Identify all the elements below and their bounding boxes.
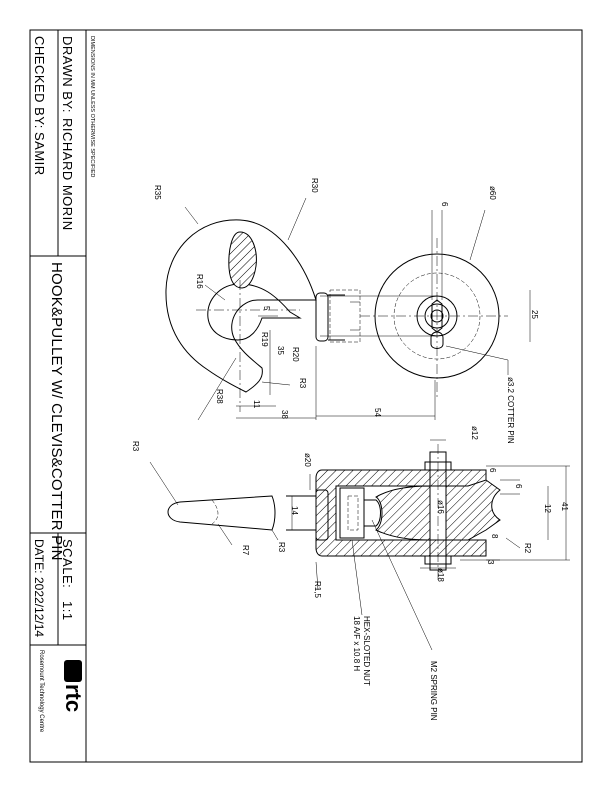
dim-r20: R20 bbox=[291, 347, 300, 362]
dim-dia20: ø20 bbox=[303, 453, 312, 467]
dim-r38: R38 bbox=[215, 389, 224, 404]
dim-r3-tip2: R3 bbox=[277, 542, 286, 553]
title-block: DIMENSIONS IN MM UNLESS OTHERWISE SPECIF… bbox=[30, 30, 95, 762]
dim-3: 3 bbox=[486, 560, 495, 565]
dim-12: 12 bbox=[543, 504, 552, 513]
dim-r35: R35 bbox=[153, 185, 162, 200]
dim-38: 38 bbox=[280, 410, 289, 419]
dim-r30: R30 bbox=[310, 178, 319, 193]
spring-pin-label: M2 SPRING PIN bbox=[429, 661, 438, 721]
date-value: 2022/12/14 bbox=[32, 577, 46, 637]
dim-dia18: ø18 bbox=[436, 568, 445, 582]
dim-6-a: 6 bbox=[488, 468, 497, 473]
dim-6-top: 6 bbox=[440, 202, 449, 207]
dim-8: 8 bbox=[490, 534, 499, 539]
date-label: DATE: bbox=[32, 539, 46, 573]
dim-25: 25 bbox=[530, 310, 539, 319]
hex-nut-label-1: HEX-SLOTED NUT bbox=[362, 616, 371, 686]
dimensions-note: DIMENSIONS IN MM UNLESS OTHERWISE SPECIF… bbox=[89, 36, 95, 177]
dim-r7: R7 bbox=[241, 545, 250, 556]
hook-view: R35 R30 R16 5 R19 35 R20 R3 R38 11 38 54 bbox=[153, 178, 436, 421]
dim-r2: R2 bbox=[523, 543, 532, 554]
scale-value: 1:1 bbox=[60, 601, 75, 621]
dim-r3-hook: R3 bbox=[298, 378, 307, 389]
scale-label: SCALE: bbox=[60, 539, 75, 588]
sheet-border bbox=[29, 29, 583, 763]
rtc-logo: rtc bbox=[61, 660, 86, 712]
drawn-by-name: RICHARD MORIN bbox=[60, 118, 75, 231]
checked-by-label: CHECKED BY: bbox=[32, 36, 47, 129]
pulley-section-view: R3 R7 R3 14 ø20 R1,5 ø12 41 12 6 6 ø16 8… bbox=[131, 426, 570, 721]
dim-11: 11 bbox=[252, 400, 261, 409]
drawn-by-label: DRAWN BY: bbox=[60, 36, 75, 113]
dim-r19: R19 bbox=[260, 332, 269, 347]
dim-5: 5 bbox=[262, 306, 271, 311]
svg-text:rtc: rtc bbox=[61, 684, 86, 712]
pulley-end-view: ø60 6 25 ø3.2 COTTER PIN bbox=[320, 186, 539, 444]
dim-dia16: ø16 bbox=[436, 500, 445, 514]
dim-6-b: 6 bbox=[514, 484, 523, 489]
org-name: Rosemount Technology Centre bbox=[38, 650, 44, 733]
drawing-title: HOOK&PULLEY W/ CLEVIS&COTTER PIN bbox=[48, 262, 65, 561]
dim-dia12: ø12 bbox=[470, 426, 479, 440]
dim-r3-tip: R3 bbox=[131, 441, 140, 452]
dim-14: 14 bbox=[290, 506, 299, 515]
dim-r1-5: R1,5 bbox=[313, 581, 322, 598]
hex-nut-label-2: 18 A/F x 10.8 H bbox=[352, 616, 361, 671]
dim-r16: R16 bbox=[195, 274, 204, 289]
dim-dia60: ø60 bbox=[488, 186, 497, 200]
dim-cotter-pin: ø3.2 COTTER PIN bbox=[506, 377, 515, 444]
dim-54: 54 bbox=[373, 408, 382, 417]
checked-by-name: SAMIR bbox=[32, 132, 47, 176]
dim-41: 41 bbox=[560, 502, 569, 511]
dim-35: 35 bbox=[276, 346, 285, 355]
